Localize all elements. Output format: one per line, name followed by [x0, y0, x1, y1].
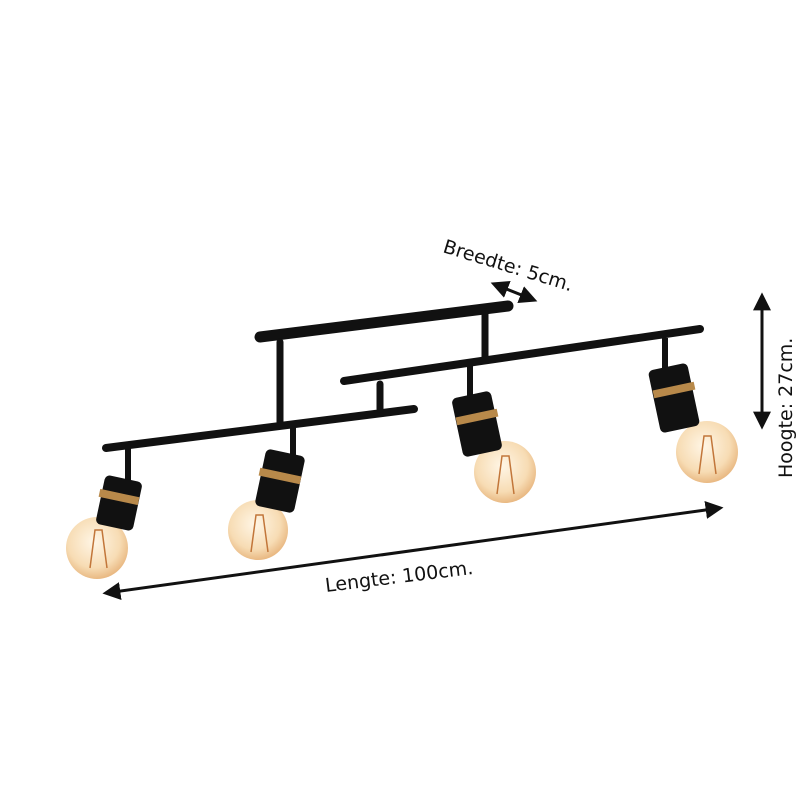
length-label: Lengte: 100cm.: [324, 557, 474, 597]
height-label: Hoogte: 27cm.: [775, 338, 797, 478]
mounting-bars: [102, 325, 704, 452]
ceiling-canopy: [254, 300, 514, 426]
spotlight-head-1: [66, 446, 142, 579]
length-arrow: [102, 501, 724, 600]
spotlight-head-2: [228, 428, 305, 560]
width-arrow: [490, 280, 538, 304]
spotlight-head-4: [648, 338, 738, 483]
width-label: Breedte: 5cm.: [441, 236, 576, 296]
spotlight-head-3: [452, 366, 536, 503]
